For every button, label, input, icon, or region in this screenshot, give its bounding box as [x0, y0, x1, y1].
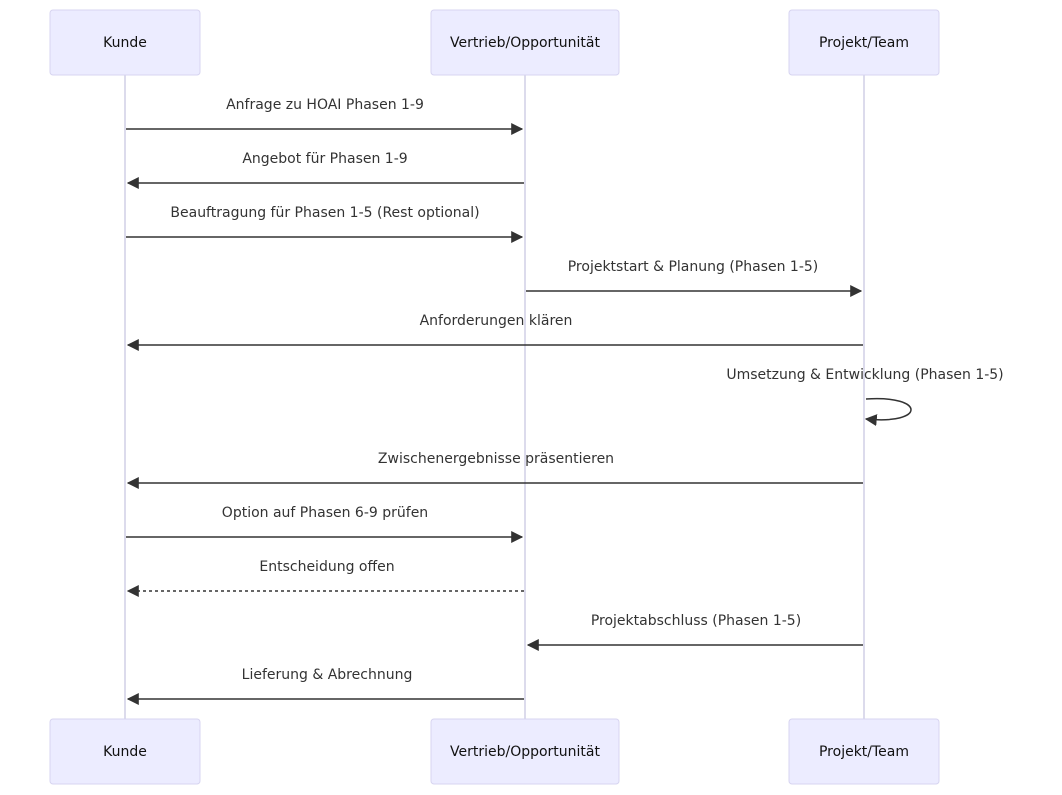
message-lieferung: Lieferung & Abrechnung	[126, 667, 524, 705]
self-message-arrow	[864, 397, 912, 427]
actor-label: Kunde	[103, 744, 147, 760]
actor-vertrieb-bottom: Vertrieb/Opportunität	[430, 718, 620, 785]
message-label: Anforderungen klären	[420, 313, 573, 329]
message-projektabschluss: Projektabschluss (Phasen 1-5)	[526, 613, 863, 651]
message-label: Zwischenergebnisse präsentieren	[378, 451, 614, 467]
message-option: Option auf Phasen 6-9 prüfen	[126, 505, 524, 543]
actor-label: Vertrieb/Opportunität	[450, 35, 601, 51]
actor-label: Projekt/Team	[819, 744, 909, 760]
message-label: Projektstart & Planung (Phasen 1-5)	[568, 259, 819, 275]
message-label: Entscheidung offen	[259, 559, 394, 575]
message-angebot: Angebot für Phasen 1-9	[126, 151, 524, 189]
actor-label: Vertrieb/Opportunität	[450, 744, 601, 760]
actor-team-bottom: Projekt/Team	[788, 718, 940, 785]
message-zwischenergebnisse: Zwischenergebnisse präsentieren	[126, 451, 863, 489]
message-umsetzung-self: Umsetzung & Entwicklung (Phasen 1-5)	[726, 367, 1004, 427]
actor-label: Projekt/Team	[819, 35, 909, 51]
actor-kunde-bottom: Kunde	[49, 718, 201, 785]
actor-label: Kunde	[103, 35, 147, 51]
message-anfrage: Anfrage zu HOAI Phasen 1-9	[126, 97, 524, 135]
message-entscheidung: Entscheidung offen	[126, 559, 524, 597]
message-anforderungen: Anforderungen klären	[126, 313, 863, 351]
message-label: Beauftragung für Phasen 1-5 (Rest option…	[170, 205, 479, 221]
message-label: Anfrage zu HOAI Phasen 1-9	[226, 97, 424, 113]
message-projektstart: Projektstart & Planung (Phasen 1-5)	[526, 259, 863, 297]
message-label: Umsetzung & Entwicklung (Phasen 1-5)	[726, 367, 1003, 383]
actor-vertrieb-top: Vertrieb/Opportunität	[430, 9, 620, 76]
message-label: Angebot für Phasen 1-9	[242, 151, 407, 167]
actor-team-top: Projekt/Team	[788, 9, 940, 76]
message-label: Option auf Phasen 6-9 prüfen	[222, 505, 428, 521]
message-label: Projektabschluss (Phasen 1-5)	[591, 613, 801, 629]
actor-kunde-top: Kunde	[49, 9, 201, 76]
message-label: Lieferung & Abrechnung	[242, 667, 413, 683]
message-beauftragung: Beauftragung für Phasen 1-5 (Rest option…	[126, 205, 524, 243]
